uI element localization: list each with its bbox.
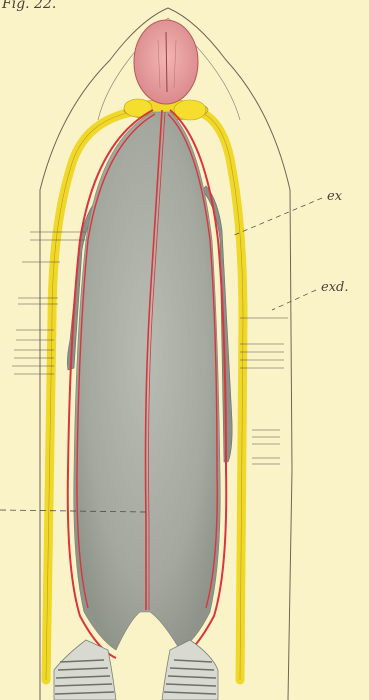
leader-line-exd — [272, 290, 316, 310]
nerve-ring-left-lobe — [124, 99, 152, 117]
label-ex: ex — [327, 189, 342, 204]
left-striated-organ — [54, 640, 116, 700]
label-exd: exd. — [321, 280, 348, 295]
figure-number-label: Fig. 22. — [2, 0, 56, 12]
leader-line-ex — [232, 198, 322, 236]
nerve-ring-right-lobe — [174, 100, 206, 120]
right-striated-organ — [162, 640, 218, 700]
